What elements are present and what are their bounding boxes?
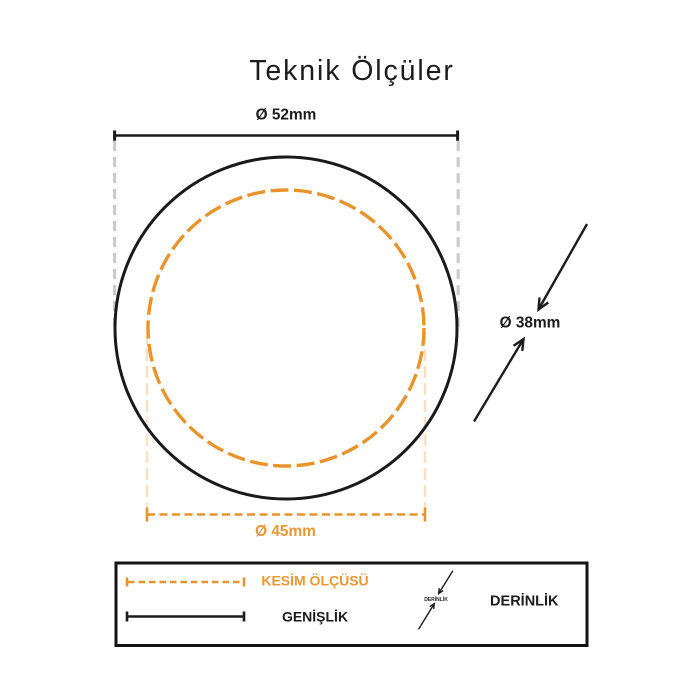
svg-text:Teknik Ölçüler: Teknik Ölçüler (249, 55, 455, 87)
svg-text:KESİM ÖLÇÜSÜ: KESİM ÖLÇÜSÜ (261, 573, 368, 589)
svg-text:Ø 38mm: Ø 38mm (500, 315, 561, 332)
svg-text:DERİNLİK: DERİNLİK (424, 596, 448, 603)
svg-text:Ø 45mm: Ø 45mm (255, 523, 316, 540)
svg-text:Ø 52mm: Ø 52mm (256, 107, 317, 124)
svg-text:DERİNLİK: DERİNLİK (490, 593, 559, 610)
svg-text:GENİŞLİK: GENİŞLİK (282, 609, 348, 625)
